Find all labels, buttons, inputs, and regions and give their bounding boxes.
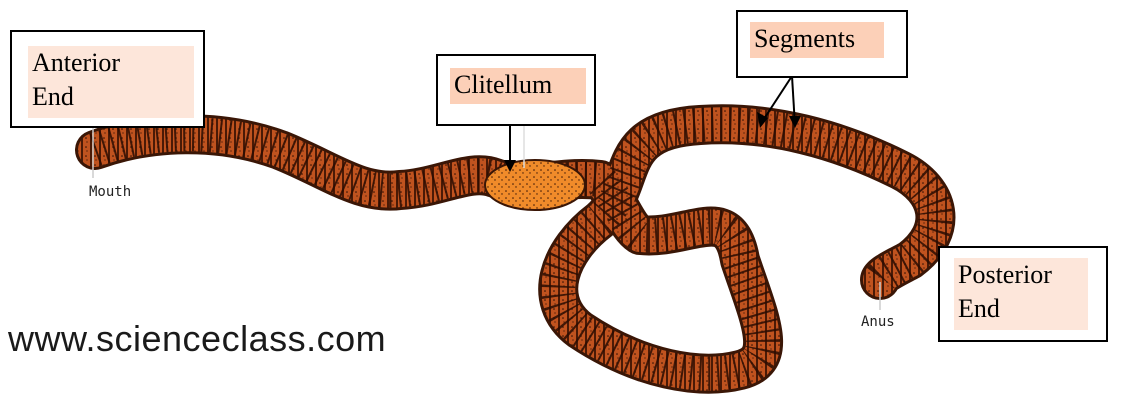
- clitellum-band: [485, 160, 585, 210]
- clitellum-label: Clitellum: [450, 68, 586, 104]
- anterior-end-callout: Anterior End: [10, 30, 205, 128]
- anus-label: Anus: [861, 314, 895, 330]
- posterior-end-callout: Posterior End: [938, 246, 1108, 342]
- clitellum-callout: Clitellum: [436, 54, 596, 126]
- posterior-end-label: Posterior End: [954, 258, 1088, 330]
- segments-label: Segments: [750, 22, 884, 58]
- watermark-url: www.scienceclass.com: [8, 318, 386, 360]
- segments-callout: Segments: [736, 10, 908, 78]
- mouth-label: Mouth: [89, 184, 131, 200]
- anterior-end-label: Anterior End: [28, 46, 194, 118]
